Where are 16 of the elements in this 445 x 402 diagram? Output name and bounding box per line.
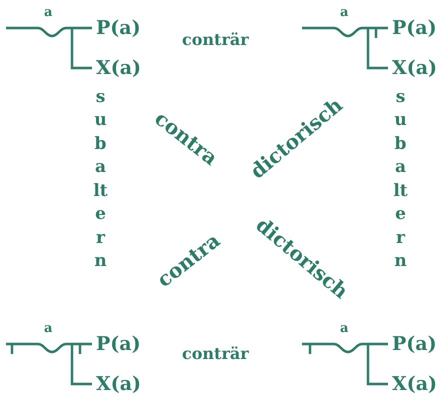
formula-text: X(a) <box>96 56 142 80</box>
relation-label: subaltern <box>92 86 109 274</box>
bound-variable: a <box>44 322 52 336</box>
formula-text: X(a) <box>96 372 142 396</box>
relation-label: conträr <box>182 30 249 50</box>
formula-text: P(a) <box>96 332 141 356</box>
formula-text: X(a) <box>392 372 438 396</box>
formula-text: X(a) <box>392 56 438 80</box>
bound-variable: a <box>44 6 52 20</box>
formula-text: P(a) <box>392 332 437 356</box>
bound-variable: a <box>340 6 348 20</box>
relation-label: subaltern <box>392 86 409 274</box>
bound-variable: a <box>340 322 348 336</box>
relation-label: conträr <box>182 344 249 364</box>
formula-text: P(a) <box>96 16 141 40</box>
formula-text: P(a) <box>392 16 437 40</box>
